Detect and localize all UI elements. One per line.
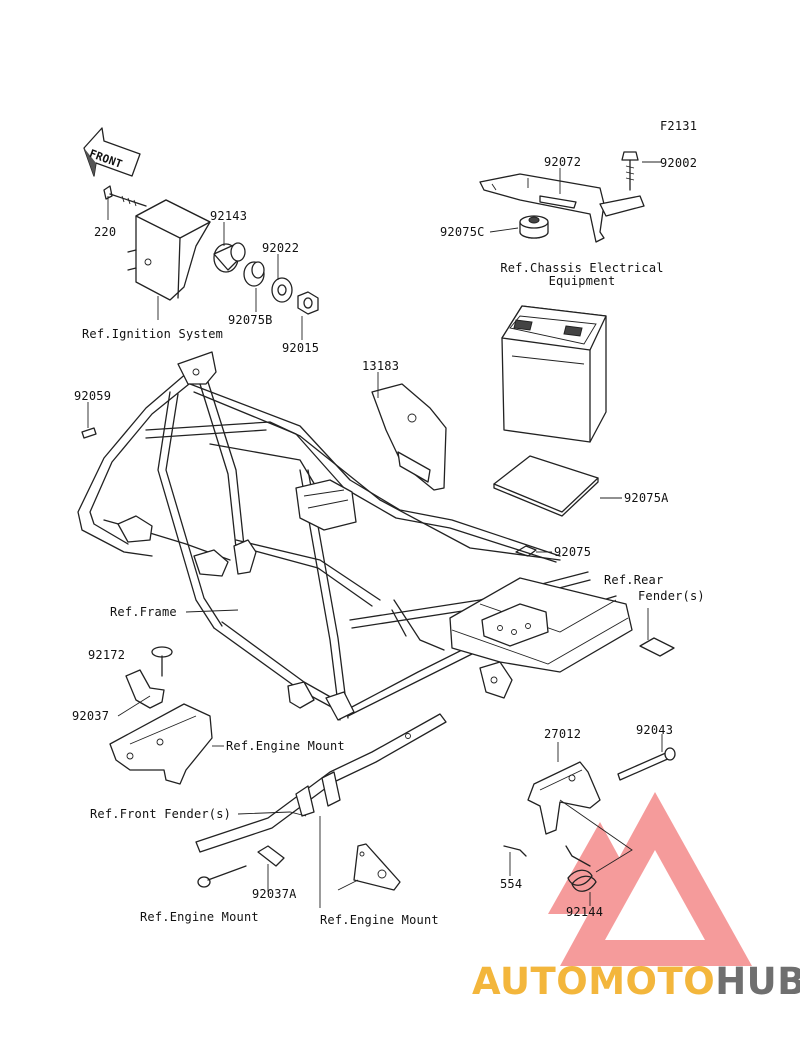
collar-92075b	[243, 261, 265, 287]
label-92037: 92037	[72, 709, 110, 723]
engine-mount-plate	[353, 843, 401, 891]
label-92002: 92002	[660, 156, 698, 170]
pin-92059	[81, 427, 97, 439]
bolt-220	[103, 185, 147, 207]
engine-mount-bracket	[109, 703, 213, 785]
label-92144: 92144	[566, 905, 604, 919]
label-13183: 13183	[362, 359, 400, 373]
stand-27012	[527, 761, 601, 835]
engine-mount-bolt	[197, 865, 247, 888]
rubber-92075c	[519, 215, 549, 239]
front-arrow-icon	[83, 127, 141, 177]
washer-92022	[271, 277, 293, 303]
watermark-text: AUTOMOTOHUB	[472, 962, 800, 1002]
label-ref-front-fenders: Ref.Front Fender(s)	[90, 807, 232, 821]
engine-mount-bar	[195, 713, 447, 853]
label-92172: 92172	[88, 648, 126, 662]
label-92037a: 92037A	[252, 887, 297, 901]
label-ref-rear: Ref.Rear	[604, 573, 664, 587]
label-92072: 92072	[544, 155, 582, 169]
label-92075b: 92075B	[228, 313, 273, 327]
label-ref-chassis-equipment: Equipment	[548, 274, 616, 288]
figure-code: F2131	[660, 119, 698, 133]
leader-lines	[87, 161, 663, 908]
label-92143: 92143	[210, 209, 248, 223]
label-92075: 92075	[554, 545, 592, 559]
label-ref-rear-fenders: Fender(s)	[638, 589, 705, 603]
cover-13183	[371, 383, 447, 491]
frame	[77, 351, 675, 721]
battery-bracket-92072	[479, 173, 645, 243]
label-ref-engine-mount-3: Ref.Engine Mount	[320, 913, 439, 927]
label-92059: 92059	[74, 389, 112, 403]
shaft-92043	[617, 747, 676, 781]
pad-92075a	[493, 455, 599, 517]
battery	[501, 305, 607, 443]
watermark-part2: HUB	[715, 960, 800, 1003]
label-554: 554	[500, 877, 523, 891]
grommet-92143	[213, 242, 246, 273]
label-ref-engine-mount-1: Ref.Engine Mount	[226, 739, 345, 753]
label-92075a: 92075A	[624, 491, 669, 505]
pin-554	[503, 845, 527, 857]
label-92043: 92043	[636, 723, 674, 737]
clamp-92037	[125, 669, 165, 709]
label-92015: 92015	[282, 341, 320, 355]
label-ref-engine-mount-2: Ref.Engine Mount	[140, 910, 259, 924]
watermark-logo	[548, 792, 752, 966]
label-92022: 92022	[262, 241, 300, 255]
label-ref-frame: Ref.Frame	[110, 605, 177, 619]
spacer-92037a	[257, 845, 285, 867]
watermark-part1: AUTOMOTO	[472, 960, 716, 1003]
bolt-92002	[621, 151, 639, 191]
label-ref-chassis-electrical: Ref.Chassis Electrical	[500, 261, 664, 275]
label-27012: 27012	[544, 727, 582, 741]
nut-92015	[297, 291, 319, 315]
ignition-unit	[127, 199, 211, 301]
label-ref-ignition-system: Ref.Ignition System	[82, 327, 224, 341]
label-92075c: 92075C	[440, 225, 485, 239]
spring-92144	[565, 845, 597, 892]
label-220: 220	[94, 225, 117, 239]
